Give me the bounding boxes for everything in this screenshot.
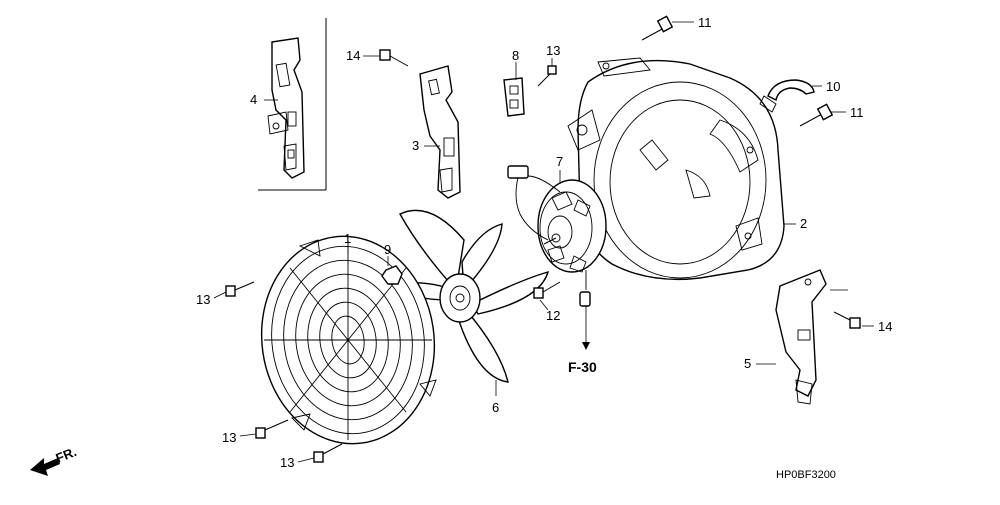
front-direction-label: FR.: [54, 444, 79, 466]
inset-frame: [258, 18, 327, 191]
callout-7: 7: [556, 154, 563, 169]
callout-13-bottom-left: 13: [222, 430, 236, 445]
bolt-14-right: [833, 311, 861, 329]
callout-13-bottom: 13: [280, 455, 294, 470]
bolt-11-top: [641, 15, 674, 41]
callout-2: 2: [800, 216, 807, 231]
clip-8-part: [503, 77, 525, 117]
callout-3: 3: [412, 138, 419, 153]
callout-9: 9: [384, 242, 391, 257]
callout-4: 4: [250, 92, 257, 107]
callouts: 1 2 3 4 5 6 7 8 9 10 11 11 12 13 13 13 1…: [196, 15, 892, 470]
leader-lines: [213, 21, 874, 463]
fan-motor-part: [507, 165, 607, 307]
bracket-3-part: [419, 65, 461, 199]
fan-blade-part: [390, 209, 550, 383]
bolt-12: [533, 281, 561, 299]
front-direction-indicator: FR.: [30, 444, 79, 476]
callout-6: 6: [492, 400, 499, 415]
nut-9: [381, 265, 403, 285]
bolt-13-top: [537, 65, 557, 87]
callout-13-left: 13: [196, 292, 210, 307]
bracket-5-part: [775, 269, 827, 405]
drawing-code: HP0BF3200: [776, 469, 836, 481]
hose-clamp-part: [759, 79, 815, 113]
bolt-13-bottom: [313, 443, 343, 463]
callout-10: 10: [826, 79, 840, 94]
callout-13-top: 13: [546, 43, 560, 58]
bolt-11-right: [799, 103, 834, 127]
callout-1: 1: [344, 231, 351, 246]
callout-14-top: 14: [346, 48, 360, 63]
callout-8: 8: [512, 48, 519, 63]
callout-14-right: 14: [878, 319, 892, 334]
callout-5: 5: [744, 356, 751, 371]
callout-11-top: 11: [698, 15, 712, 30]
bolt-13-bottom-left: [255, 419, 289, 439]
reference-label: F-30: [568, 359, 597, 375]
callout-12: 12: [546, 308, 560, 323]
bolt-14-top: [379, 49, 409, 67]
fan-guard-part: [260, 235, 437, 445]
bolt-13-left: [225, 281, 255, 297]
callout-11-right: 11: [850, 105, 864, 120]
bracket-4-part: [267, 37, 305, 179]
